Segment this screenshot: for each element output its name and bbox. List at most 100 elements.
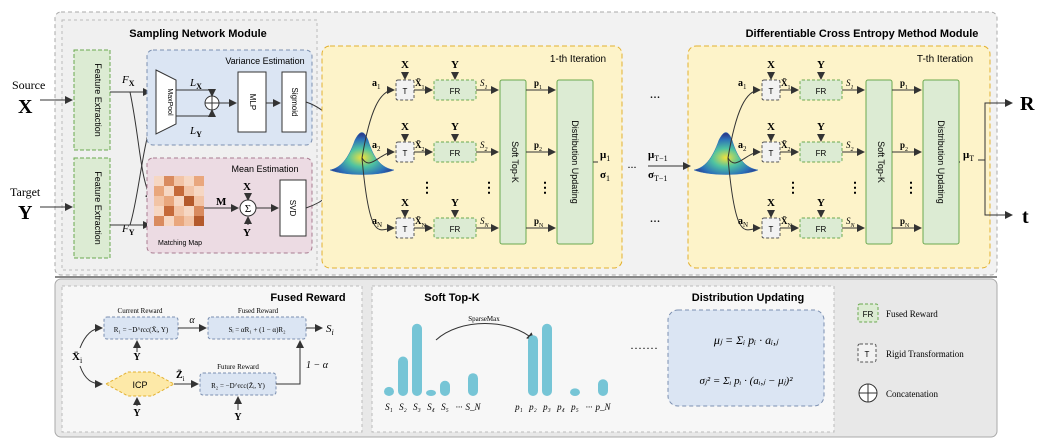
svg-text:SN: SN	[480, 216, 490, 229]
svg-text:X: X	[767, 121, 775, 133]
svg-text:Y: Y	[451, 197, 459, 209]
muT1-label: μT−1	[648, 149, 668, 163]
soft-topk-title: Soft Top-K	[424, 292, 479, 304]
distribution-updating-block: Distribution Updating	[922, 79, 960, 245]
source-label: Source	[12, 78, 45, 92]
y-label-mean: Y	[243, 227, 251, 239]
svg-text:T: T	[403, 225, 408, 234]
score-bar	[468, 373, 478, 396]
svg-text:1 − α: 1 − α	[306, 360, 329, 371]
score-tick-label: S₄	[427, 402, 435, 412]
sampling-module-title: Sampling Network Module	[129, 28, 267, 40]
svg-text:X̄i: X̄i	[72, 351, 83, 365]
iteration-1-title: 1-th Iteration	[550, 54, 606, 65]
svg-text:FR: FR	[450, 225, 461, 234]
feature-extraction-1: Feature Extraction	[73, 49, 111, 151]
svg-text:p1: p1	[900, 78, 908, 91]
svg-text:Z̄i: Z̄i	[176, 369, 185, 383]
rigid-transform-block: T	[395, 217, 415, 239]
svg-text:S2: S2	[480, 140, 488, 153]
svg-text:p2: p2	[900, 140, 908, 153]
legend: FR Fused Reward T Rigid Transformation C…	[857, 303, 964, 403]
sigmaT1-label: σT−1	[648, 169, 667, 183]
svg-text:SVD: SVD	[288, 200, 297, 217]
svg-text:aN: aN	[372, 216, 382, 229]
sigmoid-block: Sigmoid	[281, 71, 307, 133]
soft-topk-ellipsis: ·······	[630, 341, 658, 355]
icp-label: ICP	[132, 380, 147, 390]
output-r: R	[1020, 93, 1035, 115]
iteration-T-title: T-th Iteration	[917, 54, 973, 65]
soft-topk-block: Soft Top-K	[499, 79, 527, 245]
svg-text:T: T	[769, 149, 774, 158]
rigid-transform-block: T	[761, 141, 781, 163]
fused-reward-block: FR	[799, 79, 843, 101]
svg-text:S1: S1	[480, 78, 488, 91]
output-t: t	[1022, 206, 1029, 228]
score-tick-label: ···	[456, 402, 463, 412]
svg-text:S2: S2	[846, 140, 854, 153]
dist-formula-box	[667, 309, 825, 407]
svd-block: SVD	[279, 179, 307, 237]
svg-text:Si: Si	[326, 323, 334, 337]
fused-reward-panel	[61, 285, 363, 433]
formula-sigma: σⱼ² = Σᵢ pᵢ · (aᵢ,ⱼ − μⱼ)²	[700, 375, 794, 387]
concatenation-legend-icon	[858, 383, 878, 403]
rigid-transform-block: T	[761, 217, 781, 239]
svg-text:X: X	[767, 197, 775, 209]
svg-text:X: X	[401, 197, 409, 209]
fused-reward-box	[207, 316, 307, 340]
svg-text:FR: FR	[816, 149, 827, 158]
fused-reward-block: FR	[799, 141, 843, 163]
score-bar	[412, 323, 422, 396]
svg-text:T: T	[403, 149, 408, 158]
svg-text:Y: Y	[133, 352, 141, 363]
maxpool-block	[155, 69, 177, 135]
dcem-module-title: Differentiable Cross Entropy Method Modu…	[746, 28, 979, 40]
gaussian-icon-T	[693, 132, 759, 175]
prob-bar	[528, 335, 538, 396]
prob-bar	[542, 323, 552, 396]
svg-text:Fused Reward: Fused Reward	[886, 309, 938, 319]
score-bar	[398, 356, 408, 396]
source-symbol: X	[18, 96, 33, 118]
svg-text:X: X	[767, 59, 775, 71]
mean-title: Mean Estimation	[231, 164, 298, 174]
formula-mu: μⱼ = Σᵢ pᵢ · aᵢ,ⱼ	[713, 333, 779, 347]
prob-tick-label: p₄	[556, 402, 565, 412]
fused-reward-block: FR	[433, 141, 477, 163]
x-label-mean: X	[243, 181, 251, 193]
gaussian-icon-1	[329, 132, 395, 175]
fx-label: FX	[121, 74, 135, 88]
svg-text:X̄2: X̄2	[415, 140, 425, 153]
svg-text:a2: a2	[372, 140, 381, 153]
score-bar	[384, 386, 394, 396]
target-label: Target	[10, 185, 41, 199]
svg-text:Feature Extraction: Feature Extraction	[93, 171, 103, 245]
variance-estimation-box	[146, 49, 313, 146]
svg-text:LX: LX	[189, 77, 202, 91]
svg-text:Concatenation: Concatenation	[886, 389, 938, 399]
dist-updating-title: Distribution Updating	[692, 292, 804, 304]
score-bar	[426, 389, 436, 396]
svg-text:p1: p1	[534, 78, 542, 91]
svg-text:X̄1: X̄1	[781, 78, 791, 91]
prob-tick-label: p_N	[594, 402, 611, 412]
score-tick-label: S₂	[399, 402, 407, 412]
rigid-transform-block: T	[395, 141, 415, 163]
svg-text:Distribution Updating: Distribution Updating	[936, 120, 946, 204]
svg-text:p2: p2	[534, 140, 542, 153]
matching-map-label: Matching Map	[158, 240, 202, 247]
score-tick-label: S_N	[465, 402, 481, 412]
svg-text:Y: Y	[817, 121, 825, 133]
svg-text:FR: FR	[863, 310, 874, 319]
future-reward-label: Future Reward	[217, 363, 259, 371]
svg-text:MLP: MLP	[248, 94, 257, 110]
svg-text:T: T	[865, 350, 870, 359]
target-symbol: Y	[18, 202, 33, 224]
sum-icon: Σ	[239, 199, 257, 217]
fused-reward-title: Fused Reward	[270, 292, 345, 304]
